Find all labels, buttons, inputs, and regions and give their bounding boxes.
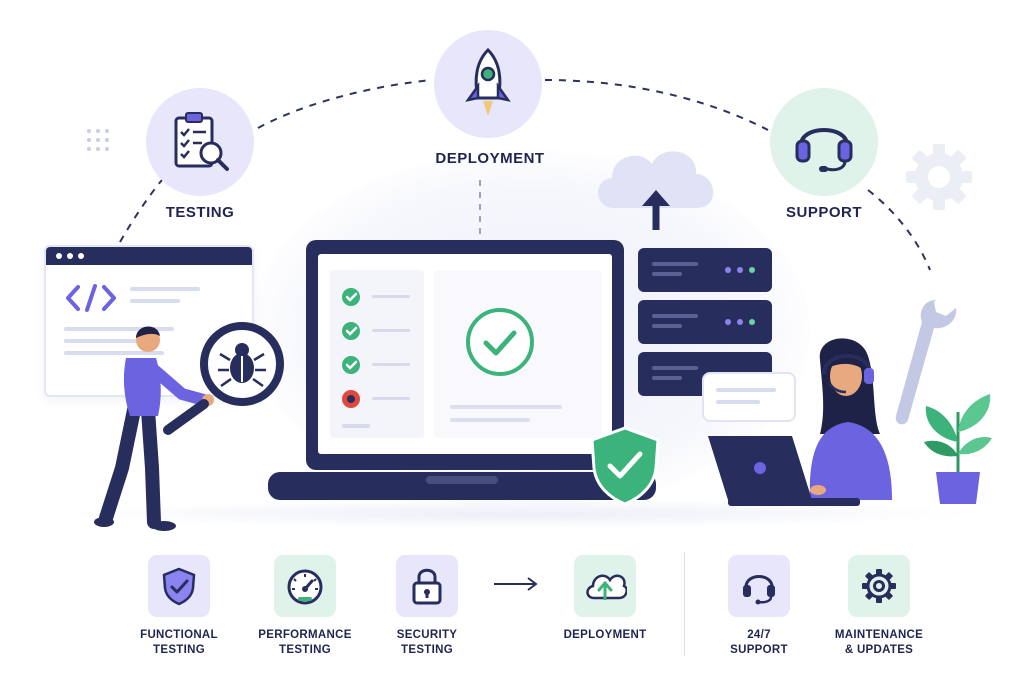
support-tile: [728, 555, 790, 617]
deployment-tile: [574, 555, 636, 617]
headset-icon: [743, 575, 775, 605]
section-divider: [684, 552, 685, 656]
window-dot: [78, 253, 84, 259]
window-titlebar: [46, 247, 252, 265]
gear-icon: [862, 569, 896, 603]
code-line: [130, 287, 200, 291]
performance-testing-label: PERFORMANCE TESTING: [258, 629, 352, 656]
shield-check-icon: [162, 567, 196, 606]
check-circle-icon: [342, 356, 360, 374]
support-agent-illustration: [708, 338, 892, 506]
chat-line: [716, 388, 776, 392]
support-stage-circle: [770, 88, 878, 196]
rocket-icon: [465, 47, 511, 116]
status-line: [450, 405, 562, 409]
speedometer-icon: [287, 569, 323, 605]
support-label: 24/7 SUPPORT: [730, 629, 788, 656]
support-stage-label: SUPPORT: [785, 204, 862, 221]
chat-bubble: [702, 372, 796, 422]
code-line: [130, 299, 180, 303]
cloud-upload-icon: [586, 574, 627, 600]
cloud-upload-illustration: [597, 151, 714, 230]
success-check-icon: [466, 308, 534, 376]
deployment-stage-label: DEPLOYMENT: [435, 150, 545, 167]
window-dot: [67, 253, 73, 259]
plant-decoration: [924, 394, 992, 504]
security-testing-label: SECURITY TESTING: [396, 629, 458, 656]
check-marks: [345, 292, 358, 403]
code-line: [64, 351, 164, 355]
window-dot: [56, 253, 62, 259]
status-line: [450, 418, 530, 422]
check-circle-icon: [342, 288, 360, 306]
chat-line: [716, 400, 760, 404]
padlock-icon: [412, 568, 442, 605]
security-shield-icon: [590, 426, 660, 506]
code-line: [64, 339, 144, 343]
code-line: [64, 327, 174, 331]
checklist-item: [342, 356, 422, 376]
deployment-label: DEPLOYMENT: [563, 629, 647, 641]
checklist-line: [342, 424, 370, 428]
decorative-dots: [87, 129, 109, 151]
maintenance-label: MAINTENANCE & UPDATES: [834, 629, 924, 656]
background-gear-icon: [906, 144, 972, 210]
testing-stage-circle: [146, 88, 254, 196]
testing-stage-label: TESTING: [165, 204, 235, 221]
headset-icon: [795, 128, 853, 172]
maintenance-tile: [848, 555, 910, 617]
clipboard-magnifier-icon: [174, 112, 229, 171]
tester-illustration: [94, 322, 284, 531]
checklist-item: [342, 322, 422, 342]
checklist-item: [342, 288, 422, 308]
code-brackets-icon: [66, 284, 116, 312]
wrench-icon: [895, 300, 957, 425]
security-testing-tile: [396, 555, 458, 617]
performance-testing-tile: [274, 555, 336, 617]
functional-testing-tile: [148, 555, 210, 617]
check-circle-icon: [342, 322, 360, 340]
deployment-stage-circle: [434, 30, 542, 138]
functional-testing-label: FUNCTIONAL TESTING: [140, 629, 218, 656]
arrow-right-icon: [494, 577, 538, 591]
